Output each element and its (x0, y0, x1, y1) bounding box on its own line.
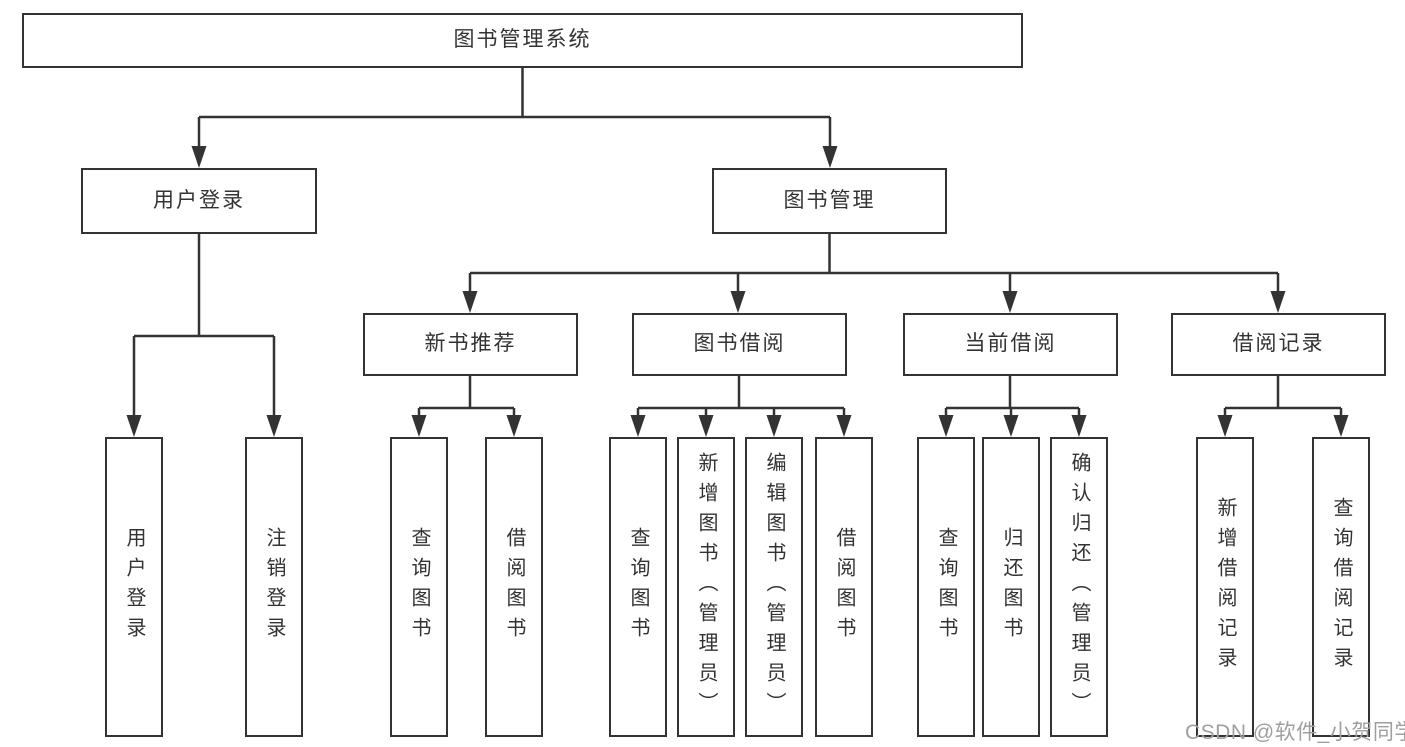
node-book-management: 图书管理 (712, 168, 947, 234)
node-user-login-label: 用户登录 (153, 188, 245, 212)
connector-root-to-level2 (191, 68, 838, 168)
leaf-add-books-admin: 新增图书（管理员） (677, 437, 735, 737)
leaf-query-borrow-record: 查询借阅记录 (1312, 437, 1370, 737)
leaf-add-books-admin-label: 新增图书（管理员） (695, 452, 717, 722)
node-book-management-label: 图书管理 (783, 188, 876, 212)
leaf-return-books: 归还图书 (982, 437, 1040, 737)
node-new-book-recommend-label: 新书推荐 (424, 332, 517, 356)
connector-book-management-to-level3 (462, 234, 1286, 313)
node-borrowing-records-label: 借阅记录 (1232, 332, 1325, 356)
node-book-borrowing: 图书借阅 (632, 313, 847, 376)
leaf-confirm-return-admin: 确认归还（管理员） (1050, 437, 1108, 737)
leaf-user-login: 用户登录 (105, 437, 163, 737)
leaf-add-borrow-record: 新增借阅记录 (1196, 437, 1254, 737)
csdn-watermark: CSDN @软件_小贺同学 (1185, 721, 1405, 744)
node-current-borrowing: 当前借阅 (903, 313, 1118, 376)
leaf-query-books-recommend: 查询图书 (390, 437, 448, 737)
leaf-query-books-current: 查询图书 (917, 437, 975, 737)
node-new-book-recommend: 新书推荐 (363, 313, 578, 376)
leaf-edit-books-admin: 编辑图书（管理员） (745, 437, 803, 737)
leaf-query-books-borrowing-label: 查询图书 (627, 527, 649, 647)
leaf-query-books-current-label: 查询图书 (935, 527, 957, 647)
leaf-query-borrow-record-label: 查询借阅记录 (1330, 497, 1352, 677)
leaf-logout: 注销登录 (245, 437, 303, 737)
connector-user-login-children (126, 234, 282, 437)
node-system-root: 图书管理系统 (22, 13, 1023, 68)
connector-book-borrowing-children (630, 376, 852, 437)
leaf-query-books-borrowing: 查询图书 (609, 437, 667, 737)
leaf-confirm-return-admin-label: 确认归还（管理员） (1068, 452, 1090, 722)
node-system-root-label: 图书管理系统 (453, 28, 592, 52)
node-user-login: 用户登录 (81, 168, 317, 234)
leaf-borrow-books-recommend-label: 借阅图书 (503, 527, 525, 647)
node-book-borrowing-label: 图书借阅 (693, 332, 786, 356)
leaf-add-borrow-record-label: 新增借阅记录 (1214, 497, 1236, 677)
connector-current-borrowing-children (938, 376, 1087, 437)
leaf-borrow-books-borrowing: 借阅图书 (815, 437, 873, 737)
node-current-borrowing-label: 当前借阅 (964, 332, 1057, 356)
connector-new-book-recommend-children (411, 376, 522, 437)
leaf-borrow-books-borrowing-label: 借阅图书 (833, 527, 855, 647)
node-borrowing-records: 借阅记录 (1171, 313, 1386, 376)
leaf-user-login-label: 用户登录 (123, 527, 145, 647)
leaf-return-books-label: 归还图书 (1000, 527, 1022, 647)
leaf-logout-label: 注销登录 (263, 527, 285, 647)
connector-borrowing-records-children (1217, 376, 1349, 437)
leaf-edit-books-admin-label: 编辑图书（管理员） (763, 452, 785, 722)
leaf-borrow-books-recommend: 借阅图书 (485, 437, 543, 737)
leaf-query-books-recommend-label: 查询图书 (408, 527, 430, 647)
